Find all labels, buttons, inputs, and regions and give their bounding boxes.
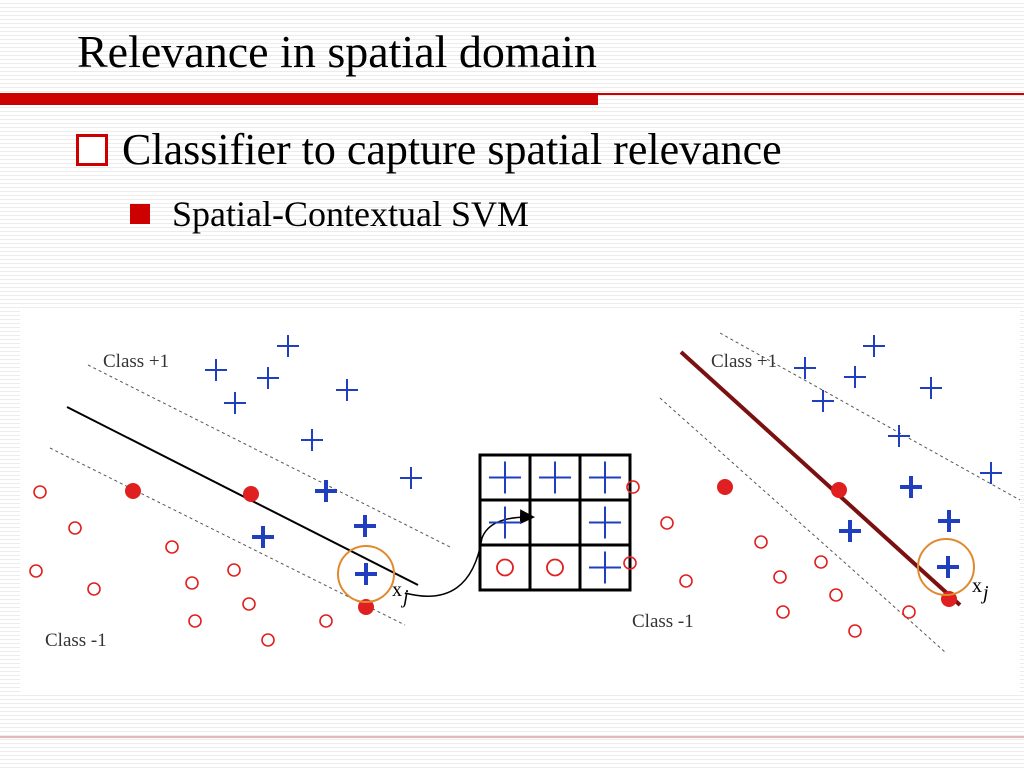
grid-cell-positive-marker <box>589 551 621 584</box>
right-highlight-ring <box>917 538 975 596</box>
right-class-pos-label: Class +1 <box>711 351 777 372</box>
right-hyperplane <box>679 350 962 607</box>
right-margin-lower <box>659 397 946 653</box>
right-bold-plus-markers <box>839 476 960 578</box>
grid-cell-negative-marker <box>496 558 514 577</box>
left-margin-upper <box>87 364 453 549</box>
left-margin-lower <box>49 447 406 626</box>
title-underline-thin <box>598 93 1024 95</box>
hollow-square-bullet-icon <box>76 134 108 166</box>
left-class-pos-label: Class +1 <box>103 351 169 372</box>
neighborhood-grid <box>478 453 632 592</box>
right-thin-plus-markers <box>794 335 1002 484</box>
grid-cell-markers <box>489 461 621 584</box>
right-panel: Class +1 Class -1 <box>623 332 1020 653</box>
grid-cell-positive-marker <box>489 461 521 494</box>
grid-cell-positive-marker <box>539 461 571 494</box>
title-underline-thick <box>0 93 598 105</box>
grid-cell-positive-marker <box>589 461 621 494</box>
left-highlight-ring <box>337 545 395 603</box>
left-bold-plus-markers <box>252 480 377 585</box>
right-hollow-neg-markers <box>623 480 916 638</box>
neighborhood-arrow <box>404 509 535 597</box>
left-filled-neg-markers <box>125 483 374 615</box>
grid-cell-positive-marker <box>489 506 521 539</box>
left-class-neg-label: Class -1 <box>45 630 107 651</box>
left-hollow-neg-markers <box>29 485 333 647</box>
bullet-level1: Classifier to capture spatial relevance <box>76 126 782 174</box>
left-xj-label: xj <box>392 579 409 608</box>
left-panel: Class +1 Class -1 <box>29 335 535 651</box>
left-thin-plus-markers <box>205 335 422 489</box>
bullet-level1-text: Classifier to capture spatial relevance <box>122 125 782 174</box>
right-class-neg-label: Class -1 <box>632 611 694 632</box>
right-filled-neg-markers <box>717 479 957 607</box>
grid-cell-positive-marker <box>589 506 621 539</box>
bullet-level2: Spatial-Contextual SVM <box>130 194 529 234</box>
left-hyperplane <box>66 406 419 586</box>
grid-lines <box>478 453 632 592</box>
slide-title: Relevance in spatial domain <box>77 26 597 77</box>
right-xj-label: xj <box>972 575 989 604</box>
footer-rule <box>0 736 1024 738</box>
svm-figure: Class +1 Class -1 <box>20 310 1020 695</box>
svm-figure-svg: Class +1 Class -1 <box>29 332 1020 653</box>
filled-square-bullet-icon <box>130 204 150 224</box>
grid-cell-negative-marker <box>546 558 564 577</box>
bullet-level2-text: Spatial-Contextual SVM <box>172 194 529 234</box>
